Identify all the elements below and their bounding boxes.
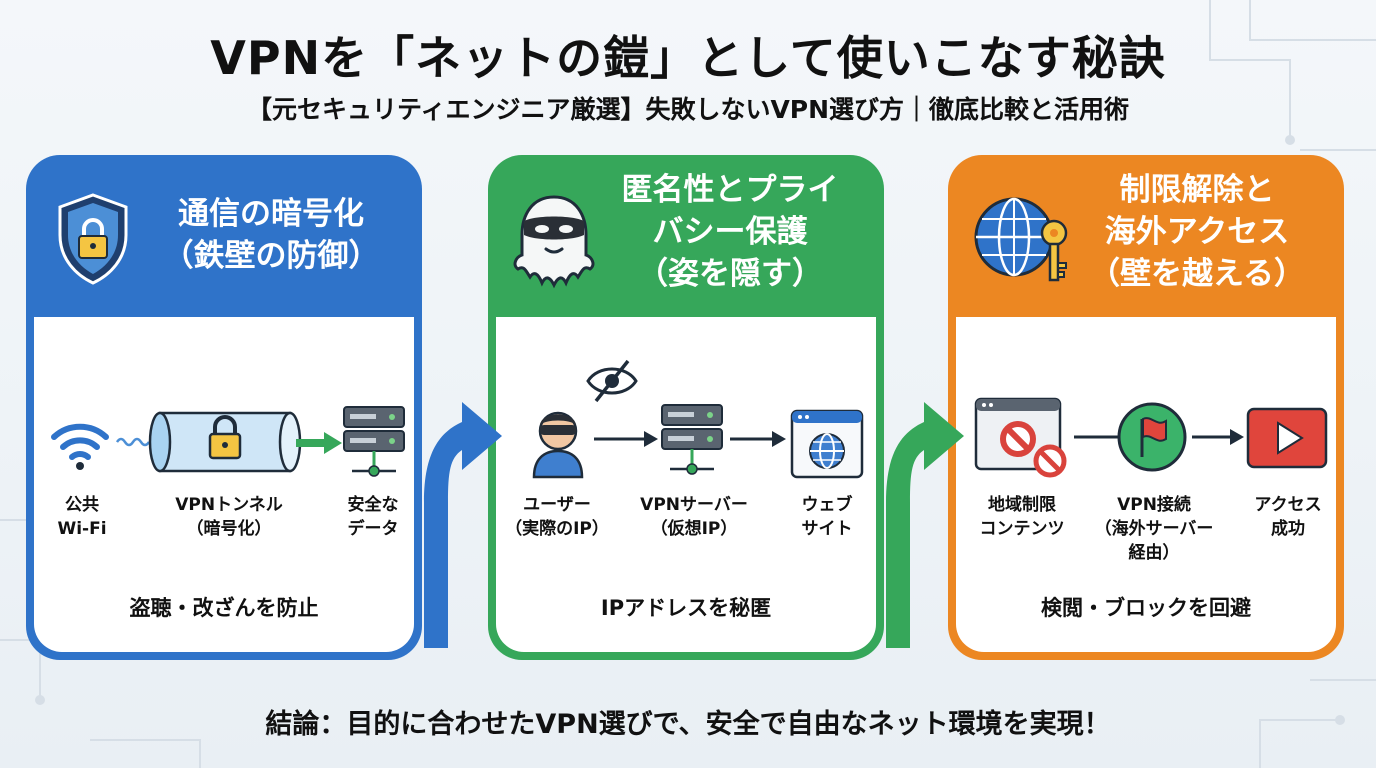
panel-encryption: 通信の暗号化 （鉄壁の防御）: [26, 155, 422, 660]
blocked-content-icon: [974, 397, 1067, 478]
hidden-eye-icon: [586, 359, 638, 403]
panel-body: 地域制限 コンテンツ VPN接続 （海外サーバー 経由） アクセス 成功 検閲・…: [956, 317, 1336, 652]
item-label: VPN接続 （海外サーバー 経由）: [1094, 495, 1214, 563]
item-label: アクセス 成功: [1254, 495, 1322, 539]
tunnel-lock-icon: [148, 411, 302, 473]
arrow-right-icon: [1192, 429, 1244, 445]
conclusion-text: 結論：目的に合わせたVPN選びで、安全で自由なネット環境を実現！: [265, 709, 1111, 740]
panel-header: 匿名性とプライ バシー保護 （姿を隠す）: [488, 155, 884, 317]
panel-title-line: 匿名性とプライ: [621, 172, 839, 208]
item-label: VPNサーバー （仮想IP）: [640, 495, 748, 539]
flag-icon: [1117, 402, 1187, 472]
panel-body: ユーザー （実際のIP） VPNサーバー （仮想IP） ウェブ サイト IPアド…: [496, 317, 876, 652]
panel-title-line: 制限解除と: [1119, 172, 1275, 208]
panel-title-line: バシー保護: [652, 214, 808, 250]
website-globe-icon: [790, 409, 864, 479]
panel-caption: 盗聴・改ざんを防止: [129, 596, 319, 620]
masked-user-icon: [532, 411, 584, 479]
line-connector: [1074, 435, 1118, 439]
server-icon: [661, 404, 723, 475]
arrow-right-icon: [730, 431, 786, 447]
flow-arrow-green: [886, 402, 964, 648]
page-title: VPNを「ネットの鎧」として使いこなす秘訣: [210, 31, 1166, 85]
panel-anonymity: 匿名性とプライ バシー保護 （姿を隠す）: [488, 155, 884, 660]
panel-body: 公共 Wi-Fi VPNトンネル （暗号化） 安全な データ 盗聴・改ざんを防止: [34, 317, 414, 652]
panel-header: 通信の暗号化 （鉄壁の防御）: [26, 155, 422, 317]
server-icon: [343, 406, 405, 477]
panel-caption: 検閲・ブロックを回避: [1041, 596, 1251, 620]
panel-title-line: （鉄壁の防御）: [162, 238, 380, 274]
signal-wave-icon: [116, 437, 151, 447]
page-subtitle: 【元セキュリティエンジニア厳選】失敗しないVPN選び方｜徹底比較と活用術: [246, 95, 1130, 124]
item-label: 公共 Wi-Fi: [57, 495, 107, 539]
item-label: ウェブ サイト: [801, 495, 853, 539]
panel-header: 制限解除と 海外アクセス （壁を越える）: [948, 155, 1344, 317]
shield-lock-icon: [58, 193, 128, 285]
panel-title-line: 通信の暗号化: [178, 196, 364, 232]
item-label: VPNトンネル （暗号化）: [175, 495, 283, 539]
item-label: 安全な データ: [347, 495, 399, 539]
arrow-right-icon: [594, 431, 658, 447]
item-label: 地域制限 コンテンツ: [979, 495, 1065, 539]
item-label: ユーザー （実際のIP）: [505, 495, 609, 539]
panel-unblock: 制限解除と 海外アクセス （壁を越える）: [948, 155, 1344, 660]
play-button-icon: [1246, 407, 1328, 469]
panel-title: 通信の暗号化 （鉄壁の防御）: [156, 193, 386, 277]
wifi-icon: [51, 423, 109, 470]
panel-title-line: 海外アクセス: [1104, 214, 1290, 250]
arrow-right-icon: [296, 432, 342, 454]
flow-arrow-blue: [424, 402, 502, 648]
panel-title-line: （姿を隠す）: [637, 256, 823, 292]
panel-title: 匿名性とプライ バシー保護 （姿を隠す）: [600, 169, 860, 295]
masked-ghost-icon: [513, 195, 595, 289]
panel-title-line: （壁を越える）: [1088, 256, 1306, 292]
panel-caption: IPアドレスを秘匿: [600, 596, 772, 620]
globe-key-icon: [974, 197, 1068, 282]
panel-title: 制限解除と 海外アクセス （壁を越える）: [1072, 169, 1322, 295]
